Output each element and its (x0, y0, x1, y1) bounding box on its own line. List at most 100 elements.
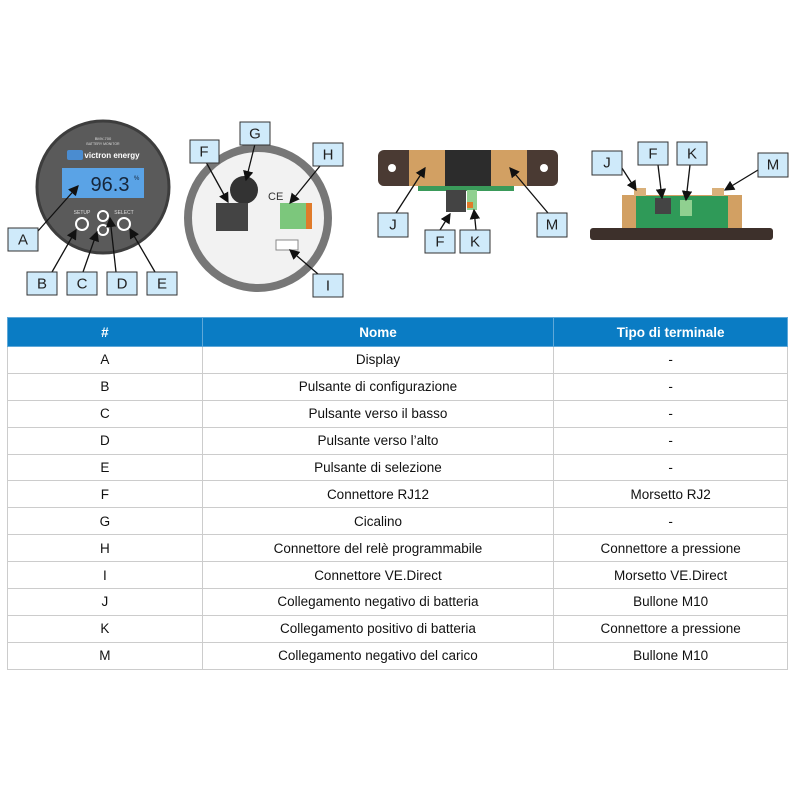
cell-name: Connettore del relè programmabile (201, 534, 555, 563)
callout-j-side: J (591, 150, 623, 176)
callout-f-top: F (424, 229, 456, 254)
svg-text:G: G (249, 126, 261, 143)
callout-m-side: M (757, 152, 789, 178)
cell-id: I (7, 561, 203, 590)
cell-id: J (7, 588, 203, 616)
monitor-front: BMV-700 BATTERY MONITOR victron energy 9… (35, 119, 171, 255)
select-text: SELECT (114, 210, 133, 216)
svg-text:F: F (199, 144, 208, 161)
svg-text:M: M (767, 157, 780, 174)
cell-terminal-type: Morsetto RJ2 (553, 480, 788, 509)
cell-terminal-type: - (553, 507, 788, 536)
header-terminal-type: Tipo di terminale (553, 317, 788, 347)
cell-name: Pulsante verso il basso (201, 399, 555, 428)
cell-name: Pulsante di selezione (201, 453, 555, 482)
svg-text:I: I (326, 278, 330, 295)
svg-text:J: J (389, 217, 397, 234)
cell-id: F (7, 480, 203, 509)
down-button[interactable] (97, 224, 109, 236)
cell-name: Collegamento positivo di batteria (201, 614, 555, 643)
callout-i: I (312, 273, 344, 298)
header-name: Nome (201, 317, 555, 347)
callout-j-top: J (377, 212, 409, 238)
svg-text:M: M (546, 217, 559, 234)
cell-name: Pulsante di configurazione (201, 372, 555, 401)
monitor-back: CE (184, 144, 332, 292)
brand-text: victron energy (84, 151, 140, 160)
buzzer (230, 176, 258, 204)
cell-terminal-type: - (553, 399, 788, 428)
cell-id: H (7, 534, 203, 563)
rj12-port (216, 203, 248, 231)
callout-k-top: K (459, 229, 491, 254)
cell-name: Display (201, 346, 555, 374)
cell-id: A (7, 346, 203, 374)
callout-b: B (26, 271, 58, 296)
setup-button[interactable] (75, 217, 89, 231)
svg-text:A: A (18, 232, 28, 249)
svg-text:J: J (603, 155, 611, 172)
svg-text:E: E (157, 276, 167, 293)
callout-g: G (239, 121, 271, 146)
cell-id: K (7, 614, 203, 643)
cell-id: B (7, 372, 203, 401)
product-diagram: BMV-700 BATTERY MONITOR victron energy 9… (7, 119, 789, 298)
display-value: 96.3 (91, 174, 130, 196)
subtitle-text: BATTERY MONITOR (86, 142, 120, 146)
svg-text:K: K (470, 234, 480, 251)
shunt-top-view (378, 150, 558, 212)
ce-mark: CE (268, 191, 283, 203)
display-unit: % (134, 176, 140, 182)
callout-a: A (7, 227, 39, 252)
callout-k-side: K (676, 141, 708, 166)
svg-text:D: D (117, 276, 128, 293)
svg-text:F: F (648, 146, 657, 163)
victron-logo-icon (67, 150, 83, 160)
callout-e: E (146, 271, 178, 296)
setup-text: SETUP (74, 210, 91, 216)
cell-terminal-type: Connettore a pressione (553, 534, 788, 563)
svg-text:H: H (323, 147, 334, 164)
cell-id: E (7, 453, 203, 482)
cell-terminal-type: - (553, 372, 788, 401)
cell-name: Connettore VE.Direct (201, 561, 555, 590)
cell-terminal-type: - (553, 453, 788, 482)
cell-name: Pulsante verso l’alto (201, 426, 555, 455)
model-text: BMV-700 (95, 136, 112, 141)
cell-terminal-type: Bullone M10 (553, 588, 788, 616)
table-header: # Nome Tipo di terminale (7, 317, 788, 347)
callout-c: C (66, 271, 98, 296)
cell-terminal-type: Morsetto VE.Direct (553, 561, 788, 590)
relay-connector (280, 203, 310, 229)
svg-text:K: K (687, 146, 697, 163)
header-number: # (7, 317, 203, 347)
callout-m-top: M (536, 212, 568, 238)
select-button[interactable] (117, 217, 131, 231)
cell-id: C (7, 399, 203, 428)
up-button[interactable] (97, 210, 109, 222)
cell-terminal-type: Bullone M10 (553, 641, 788, 670)
cell-name: Cicalino (201, 507, 555, 536)
cell-terminal-type: Connettore a pressione (553, 614, 788, 643)
callout-d: D (106, 271, 138, 296)
callout-arrows (37, 143, 759, 275)
callout-f: F (189, 139, 220, 164)
cell-terminal-type: - (553, 346, 788, 374)
cell-terminal-type: - (553, 426, 788, 455)
cell-id: M (7, 641, 203, 670)
callout-f-side: F (637, 141, 669, 166)
cell-name: Collegamento negativo di batteria (201, 588, 555, 616)
